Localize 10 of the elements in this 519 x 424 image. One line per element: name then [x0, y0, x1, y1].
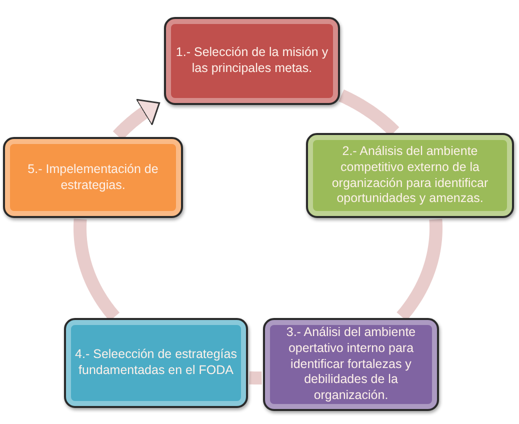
step-text: 5.- Impelementación de estrategias. [26, 162, 160, 194]
step-box [306, 133, 514, 218]
step-box [164, 17, 340, 105]
step-box [263, 318, 439, 411]
step-box [3, 137, 183, 218]
step-text: 1.- Selección de la misión y las principales metas. [174, 45, 330, 77]
step-text: 2.- Análisis del ambiente competitivo externo de la organización para identificar oportunidades y amenzas. [330, 144, 490, 207]
step-text: 3.- Análisi del ambiente opertativo interno para identificar fortalezas y debilidades de la organización. [285, 325, 417, 404]
step-text: 4.- Seleección de estrategías fundamentadas en el FODA [74, 347, 238, 379]
step-box [64, 318, 248, 408]
